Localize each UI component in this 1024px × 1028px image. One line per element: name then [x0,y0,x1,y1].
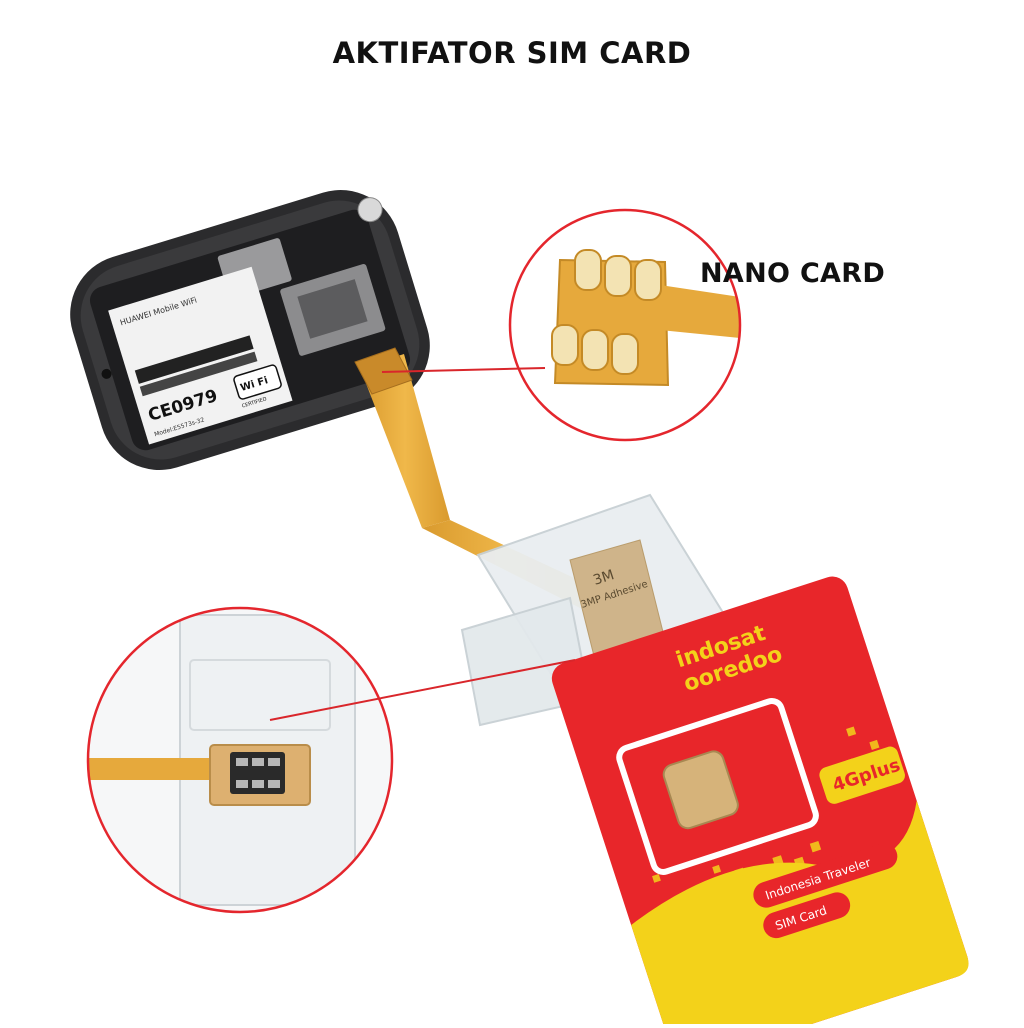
nano-callout-ring [508,208,742,442]
sim-pill-2 [763,892,851,939]
nano-card-label: NANO CARD [700,258,886,289]
sim-chip [662,750,739,830]
sim-card: indosat ooredoo 4Gplus Indonesia Travele… [551,576,969,1028]
adhesive-text-1: 3M [591,567,616,589]
tray-callout-ring [86,606,394,914]
nano-leader-line [381,367,546,373]
sim-4g-badge [819,746,905,804]
modem-label: HUAWEI Mobile WiFi CE0979 Wi Fi CERTIFIE… [108,266,293,445]
tray-leader-line [269,659,576,721]
sim-cutout [616,697,819,875]
page-title: AKTIFATOR SIM CARD [332,36,692,70]
nano-contacts [551,249,662,375]
sim-pill-1 [753,843,898,908]
nano-callout [508,208,742,442]
mifi-modem: HUAWEI Mobile WiFi CE0979 Wi Fi CERTIFIE… [70,190,430,470]
sim-dot-pattern [652,726,880,883]
tray-callout [86,606,394,914]
